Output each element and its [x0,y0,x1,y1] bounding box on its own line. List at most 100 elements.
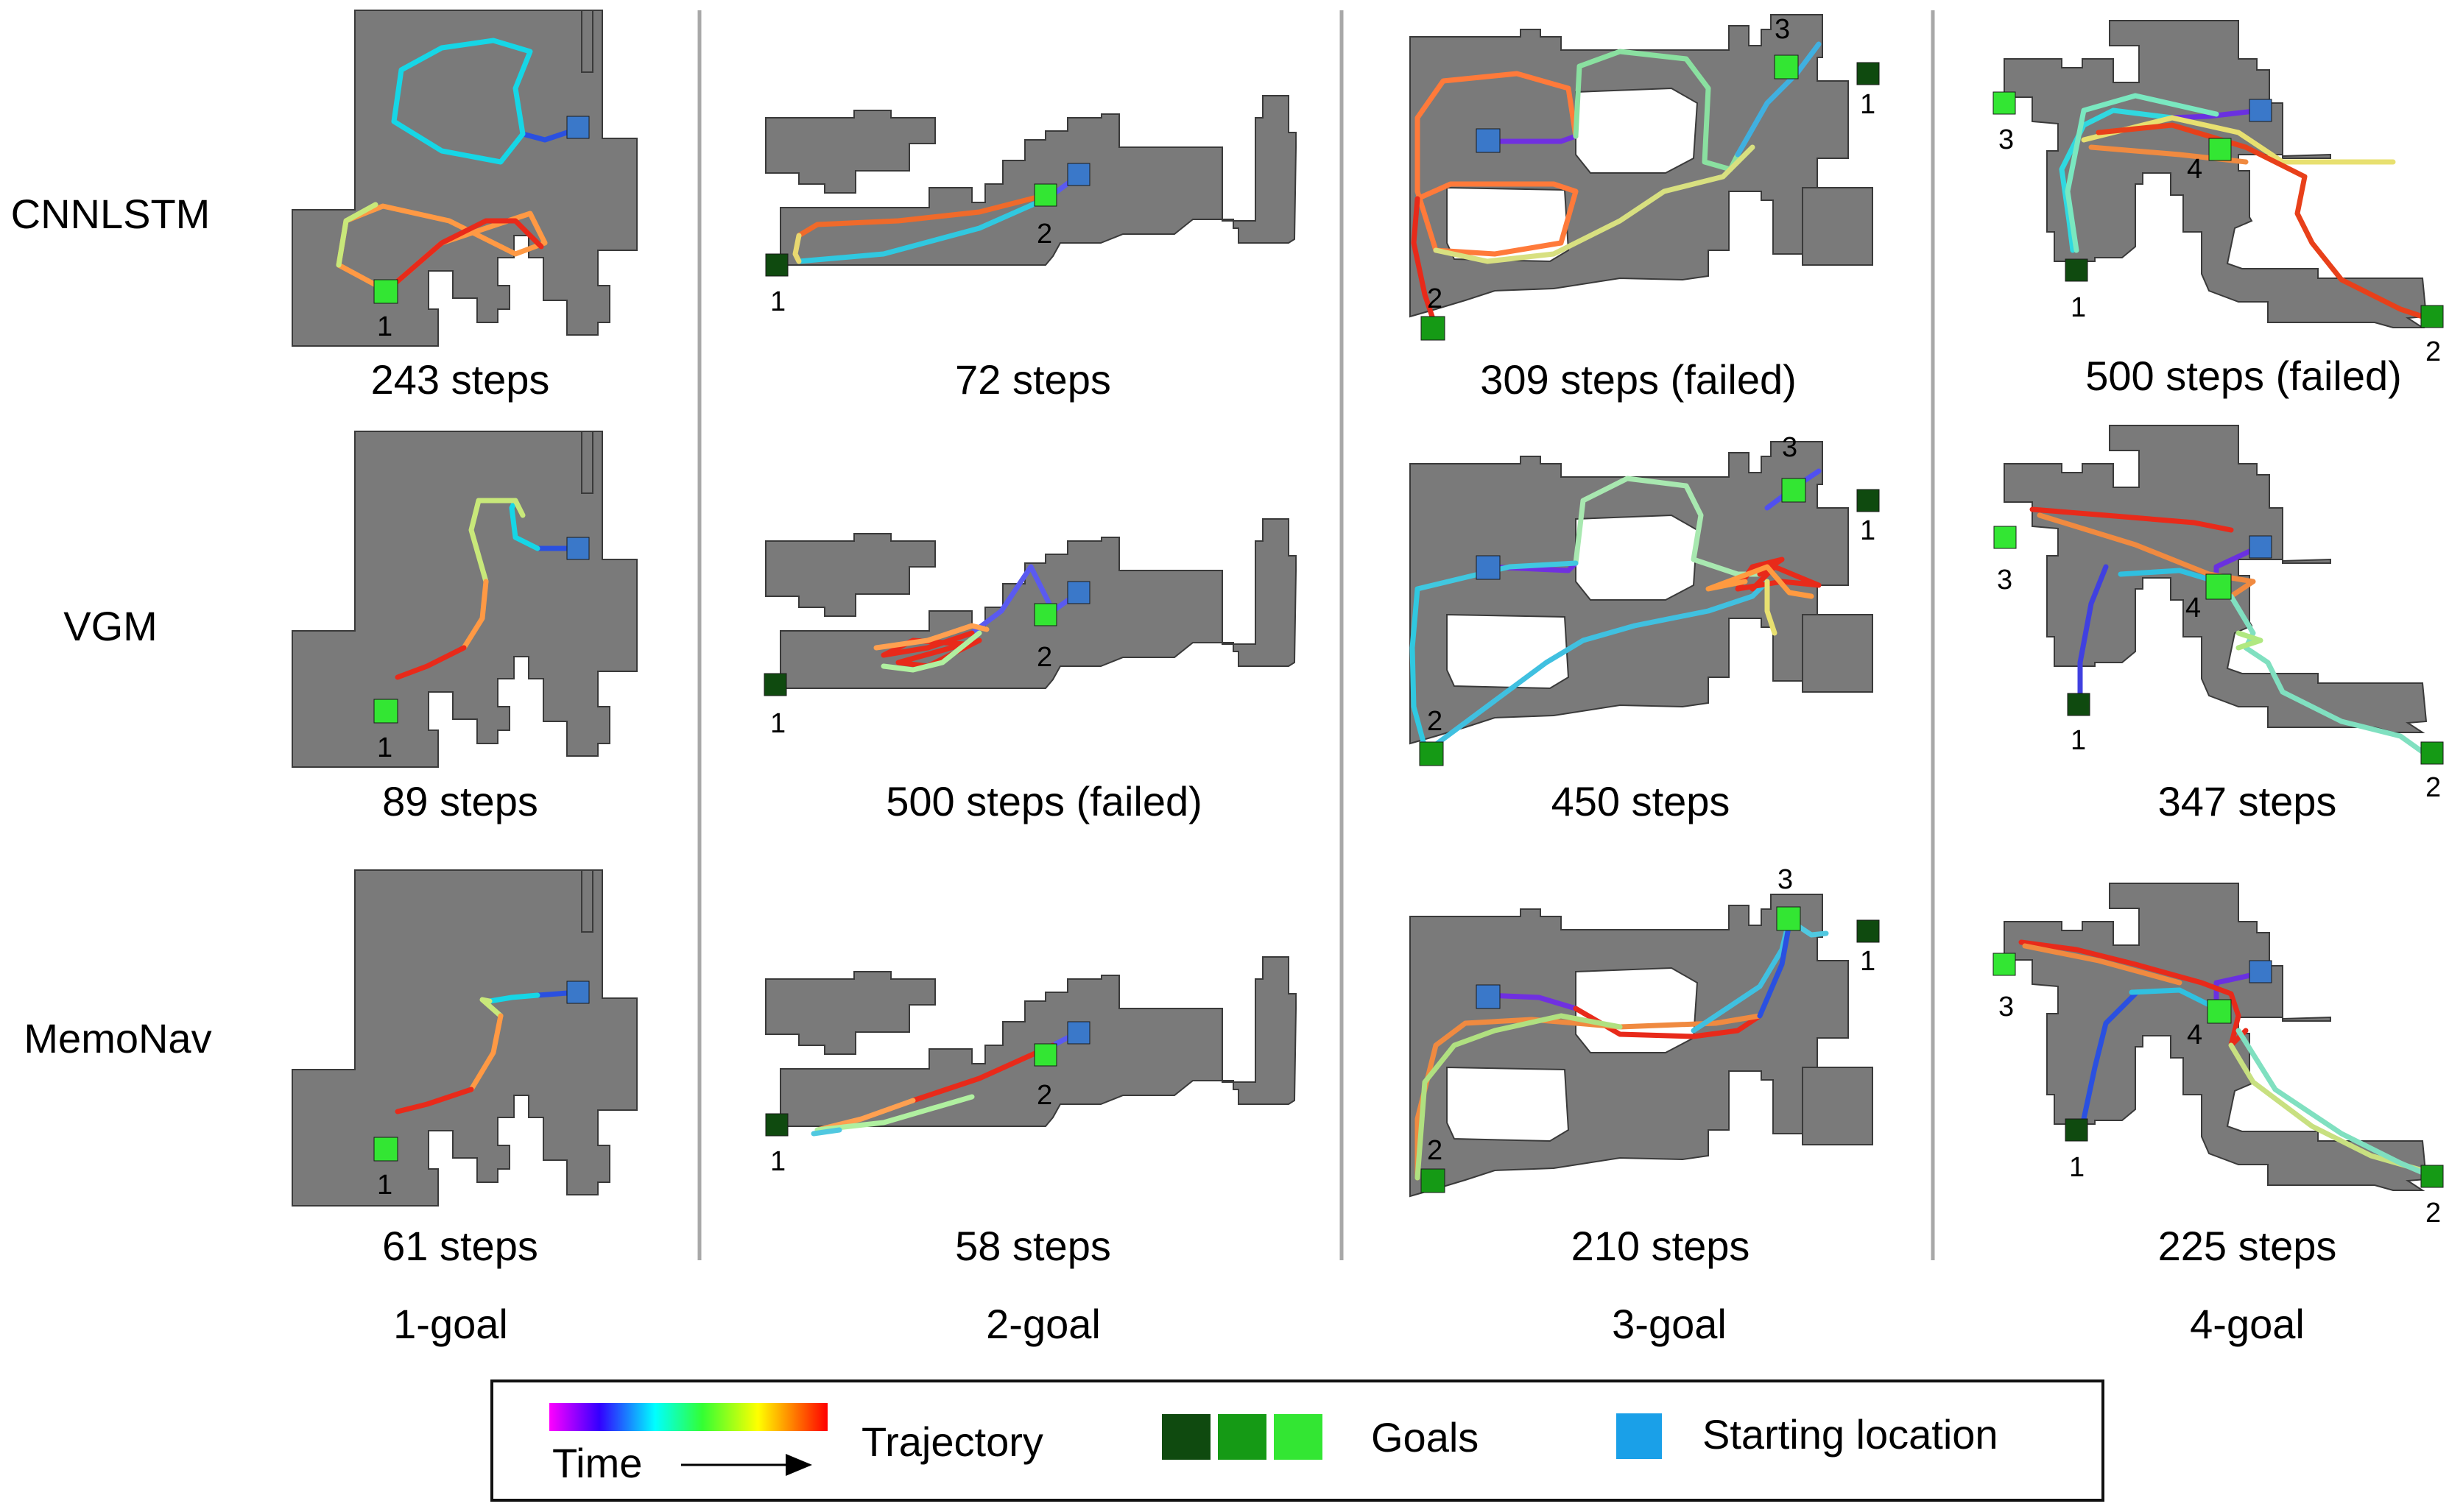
steps-caption: 225 steps [2158,1223,2337,1269]
map-cnnlstm-3goal [1409,14,1873,317]
row-label-vgm: VGM [63,603,158,649]
goal-marker-1 [765,1113,789,1137]
legend-goals-label: Goals [1371,1414,1479,1460]
goal-number: 3 [1997,565,2012,596]
goal-marker-3 [1993,526,2017,549]
column-label-3goal: 3-goal [1612,1301,1727,1347]
goal-marker-1 [1856,919,1880,943]
goal-number: 3 [1998,992,2014,1022]
goal-marker-1 [2065,258,2088,282]
goal-marker-2 [1420,316,1445,341]
map-vgm-2goal [765,518,1297,689]
goal-marker-3 [1992,953,2016,976]
steps-caption: 210 steps [1571,1223,1750,1269]
start-marker [2249,99,2272,122]
row-label-memonav: MemoNav [24,1015,211,1061]
steps-caption: 500 steps (failed) [886,778,1202,824]
goal-number: 2 [1427,706,1442,737]
goal-number: 1 [770,708,786,739]
goal-marker-2 [2420,1165,2444,1188]
goal-marker-2 [1419,741,1444,766]
goal-number: 3 [1775,14,1790,45]
column-label-2goal: 2-goal [986,1301,1101,1347]
goal-number: 1 [2071,292,2086,323]
column-label-1goal: 1-goal [393,1301,508,1347]
goal-number: 2 [2425,1198,2441,1229]
goal-number: 3 [1998,124,2014,155]
goal-marker-4 [2208,138,2232,161]
goal-marker-3 [1781,478,1806,503]
step-captions: 243 steps 72 steps 309 steps (failed) 50… [371,353,2402,1269]
start-marker [1476,555,1501,580]
goal-number: 4 [2185,593,2201,623]
goal-number: 4 [2187,154,2202,185]
trajectory-cnnlstm-4goal [2059,93,2425,319]
goal-number: 3 [1777,864,1793,895]
time-colorbar [549,1403,828,1431]
goal-marker-1 [764,673,787,696]
goal-marker-4 [2207,999,2232,1024]
start-marker [1476,128,1501,153]
goal-number: 2 [1427,283,1442,314]
legend-trajectory-label: Trajectory [861,1419,1043,1465]
column-labels: 1-goal 2-goal 3-goal 4-goal [393,1301,2305,1347]
steps-caption: 61 steps [382,1223,538,1269]
legend-time-label: Time [552,1440,642,1486]
legend-start-swatch [1616,1413,1662,1459]
goal-number: 2 [2425,772,2441,803]
goal-marker-1 [2065,1118,2088,1142]
steps-caption: 309 steps (failed) [1480,356,1797,403]
goal-number: 1 [377,311,392,342]
start-marker [2249,960,2272,983]
row-labels: CNNLSTM VGM MemoNav [11,191,212,1061]
legend-goal-swatch-2 [1218,1414,1266,1460]
start-marker [1067,1021,1090,1045]
goal-number: 1 [2071,725,2086,756]
goal-number: 1 [2069,1152,2085,1183]
trajectory-vgm-2goal [873,564,1082,673]
goal-marker-2 [2420,741,2444,765]
steps-caption: 243 steps [371,356,550,403]
goal-number: 1 [1860,946,1875,977]
goal-marker-1 [765,253,789,277]
legend-start-label: Starting location [1702,1411,1998,1458]
map-cnnlstm-1goal [292,10,638,347]
goal-marker-1 [1856,62,1880,85]
goal-number: 1 [1860,89,1875,120]
steps-caption: 347 steps [2158,778,2337,824]
map-memonav-2goal [765,956,1297,1127]
goal-number: 4 [2187,1020,2202,1050]
steps-caption: 450 steps [1551,778,1730,824]
row-label-cnnlstm: CNNLSTM [11,191,211,237]
goal-number: 2 [1427,1135,1442,1166]
goal-numbers: 1 1 2 3 1 2 3 4 1 2 1 1 2 3 1 2 3 4 1 2 … [377,14,2441,1229]
goal-marker-2 [1420,1168,1445,1193]
column-label-4goal: 4-goal [2190,1301,2305,1347]
map-cnnlstm-2goal [765,95,1297,266]
goal-number: 3 [1782,432,1797,463]
trajectory-memonav-2goal [811,1029,1082,1137]
trajectory-vgm-3goal [1409,468,1822,750]
start-marker [1067,581,1090,604]
goal-number: 2 [2425,336,2441,367]
goal-marker-3 [1774,54,1799,80]
goal-number: 1 [1860,515,1875,546]
start-marker [566,116,590,139]
steps-caption: 72 steps [955,356,1111,403]
goal-number: 1 [377,1170,392,1201]
start-marker [566,537,590,560]
goal-number: 2 [1037,642,1052,673]
goal-marker-2 [2420,305,2444,328]
goal-marker-1 [2067,693,2090,716]
goal-number: 2 [1037,1080,1052,1111]
legend: Time Trajectory Goals Starting location [490,1379,2104,1502]
start-marker [1476,984,1501,1009]
legend-goal-swatch-3 [1274,1414,1322,1460]
goal-number: 2 [1037,219,1052,250]
map-memonav-3goal [1409,894,1873,1197]
map-memonav-1goal [292,869,638,1207]
goal-marker-4 [2205,573,2232,600]
legend-goal-swatch-1 [1162,1414,1211,1460]
goal-number: 1 [377,732,392,763]
